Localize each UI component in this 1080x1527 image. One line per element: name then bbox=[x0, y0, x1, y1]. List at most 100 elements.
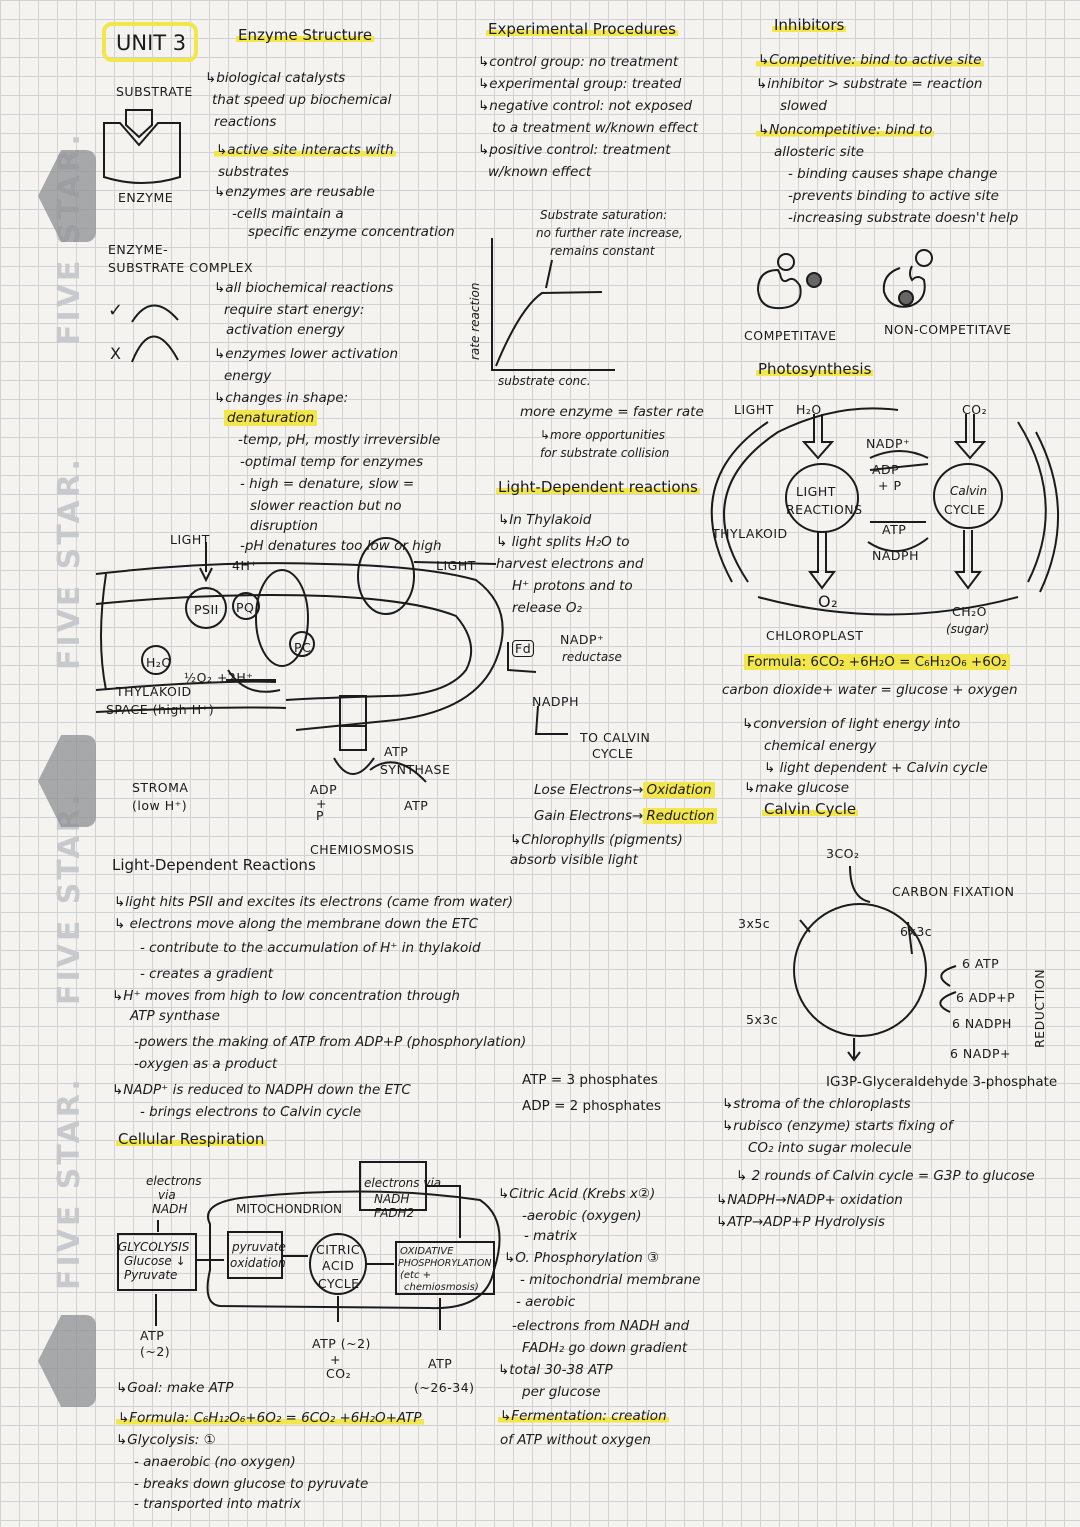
cr-right-9: per glucose bbox=[522, 1384, 601, 1400]
cr-elec-3: FADH2 bbox=[374, 1206, 415, 1220]
cr-ox-2: PHOSPHORYLATION bbox=[398, 1258, 492, 1269]
ps-formula-words: carbon dioxide+ water = glucose + oxygen bbox=[722, 682, 1018, 698]
enzyme-line-19: disruption bbox=[250, 518, 318, 534]
brand-watermark-2: FIVE STAR. bbox=[52, 456, 87, 670]
ld-title: Light-Dependent Reactions bbox=[112, 856, 316, 874]
enzyme-label: ENZYME bbox=[118, 190, 174, 205]
mem-p: P bbox=[316, 808, 325, 823]
experimental-line-4: ↳positive control: treatment bbox=[478, 142, 671, 158]
enzyme-line-11: ↳enzymes lower activation bbox=[214, 346, 399, 362]
calvin-line-1: ↳rubisco (enzyme) starts fixing of bbox=[722, 1118, 953, 1134]
cr-right-0: ↳Citric Acid (Krebs x②) bbox=[498, 1186, 656, 1202]
mem-plus: + bbox=[316, 796, 327, 811]
cr-electrons-3: NADH bbox=[152, 1202, 188, 1216]
ld-top-line-4: release O₂ bbox=[512, 600, 582, 616]
binder-hole-middle bbox=[38, 735, 96, 827]
activation-energy-curves bbox=[131, 304, 179, 363]
ld-top-line-1: ↳ light splits H₂O to bbox=[496, 534, 630, 550]
inhibitors-line-0: ↳Competitive: bind to active site bbox=[756, 52, 984, 68]
more-enzyme-1: more enzyme = faster rate bbox=[520, 404, 704, 420]
experimental-line-5: w/known effect bbox=[488, 164, 592, 180]
ps-light: LIGHT bbox=[734, 402, 774, 417]
ld-line-4: ↳H⁺ moves from high to low concentration… bbox=[112, 988, 460, 1004]
mem-pc: PC bbox=[294, 640, 312, 655]
cr-goal: ↳Goal: make ATP bbox=[116, 1380, 234, 1396]
binder-hole-top bbox=[38, 150, 96, 242]
cr-right-5: - aerobic bbox=[516, 1294, 576, 1310]
inhibitors-line-2: slowed bbox=[780, 98, 827, 114]
cr-ox-4: chemiosmosis) bbox=[404, 1282, 479, 1293]
cr-glycolysis-3: Pyruvate bbox=[124, 1268, 178, 1282]
ps-formula: Formula: 6CO₂ +6H₂O = C₆H₁₂O₆ +6O₂ bbox=[744, 654, 1010, 670]
mem-stroma-1: STROMA bbox=[132, 780, 189, 795]
redox-gain: Gain Electrons→Reduction bbox=[534, 808, 718, 824]
check-mark: ✓ bbox=[108, 300, 124, 321]
ps-calvin-1: Calvin bbox=[950, 484, 988, 498]
ps-calvin-2: CYCLE bbox=[944, 502, 986, 517]
calvin-line-4: ↳NADPH→NADP+ oxidation bbox=[716, 1192, 903, 1208]
calvin-co2: 3CO₂ bbox=[826, 846, 860, 861]
unit-title: UNIT 3 bbox=[102, 22, 198, 62]
ps-note-0: ↳conversion of light energy into bbox=[742, 716, 961, 732]
photosynthesis-title: Photosynthesis bbox=[756, 360, 874, 378]
mem-chemiosmosis: CHEMIOSMOSIS bbox=[310, 842, 415, 857]
ps-water: H₂O bbox=[796, 402, 822, 417]
cr-atp-o-b: (~26-34) bbox=[414, 1380, 475, 1395]
ps-nadph: NADPH bbox=[872, 548, 919, 563]
cr-atp-2-a: ATP bbox=[140, 1328, 165, 1343]
cr-formula: ↳Formula: C₆H₁₂O₆+6O₂ = 6CO₂ +6H₂O+ATP bbox=[116, 1410, 424, 1426]
ld-adp-note: ADP = 2 phosphates bbox=[522, 1098, 661, 1114]
mem-thylakoid-space-1: THYLAKOID bbox=[116, 684, 192, 699]
calvin-carbon-fixation: CARBON FIXATION bbox=[892, 884, 1015, 899]
mem-pq: PQ bbox=[236, 600, 255, 615]
cr-right-2: - matrix bbox=[524, 1228, 578, 1244]
ld-line-8: ↳NADP⁺ is reduced to NADPH down the ETC bbox=[112, 1082, 411, 1098]
enzyme-title: Enzyme Structure bbox=[236, 26, 375, 44]
cr-glyc-1: - breaks down glucose to pyruvate bbox=[134, 1476, 369, 1492]
enzyme-line-10: activation energy bbox=[226, 322, 345, 338]
ps-light-reactions-2: REACTIONS bbox=[786, 502, 863, 517]
inhibitors-line-7: -increasing substrate doesn't help bbox=[788, 210, 1019, 226]
cr-atp-c-c: CO₂ bbox=[326, 1366, 352, 1381]
cross-mark: X bbox=[110, 344, 121, 363]
graph-note-2: no further rate increase, bbox=[536, 226, 683, 240]
redox-lose: Lose Electrons→Oxidation bbox=[534, 782, 715, 798]
calvin-6atp: 6 ATP bbox=[962, 956, 1000, 971]
respiration-diagram bbox=[117, 1161, 501, 1330]
enzyme-line-17: - high = denature, slow = bbox=[240, 476, 415, 492]
cr-right-3: ↳O. Phosphorylation ③ bbox=[504, 1250, 660, 1266]
graph-note-3: remains constant bbox=[550, 244, 655, 258]
cr-elec-2: NADH bbox=[374, 1192, 410, 1206]
mem-adp: ADP bbox=[310, 782, 338, 797]
ld-top-line-3: H⁺ protons and to bbox=[512, 578, 633, 594]
ps-sugar: (sugar) bbox=[946, 622, 990, 636]
enzyme-line-15: -temp, pH, mostly irreversible bbox=[238, 432, 441, 448]
cr-right-8: ↳total 30-38 ATP bbox=[498, 1362, 613, 1378]
cr-glycolysis-2: Glucose ↓ bbox=[124, 1254, 186, 1268]
cr-citric-1: CITRIC bbox=[316, 1242, 361, 1257]
graph-x-label: substrate conc. bbox=[498, 374, 591, 388]
cr-right-6: -electrons from NADH and bbox=[512, 1318, 690, 1334]
ps-plus-p: + P bbox=[878, 478, 902, 493]
enzyme-line-4: substrates bbox=[218, 164, 289, 180]
calvin-line-5: ↳ATP→ADP+P Hydrolysis bbox=[716, 1214, 885, 1230]
ps-note-2: ↳ light dependent + Calvin cycle bbox=[764, 760, 988, 776]
ps-co2: CO₂ bbox=[962, 402, 988, 417]
cr-glycolysis-1: GLYCOLYSIS bbox=[118, 1240, 190, 1254]
calvin-line-3: ↳ 2 rounds of Calvin cycle = G3P to gluc… bbox=[736, 1168, 1035, 1184]
ps-adp: ADP bbox=[872, 462, 900, 477]
enzyme-line-20: -pH denatures too low or high bbox=[240, 538, 442, 554]
mem-stroma-2: (low H⁺) bbox=[132, 798, 188, 813]
enzyme-line-13: ↳changes in shape: bbox=[214, 390, 349, 406]
ld-atp-note: ATP = 3 phosphates bbox=[522, 1072, 658, 1088]
mem-to-calvin-2: CYCLE bbox=[592, 746, 634, 761]
cr-glycolysis: ↳Glycolysis: ① bbox=[116, 1432, 216, 1448]
inhibitors-line-6: -prevents binding to active site bbox=[788, 188, 999, 204]
cr-atp-2-b: (~2) bbox=[140, 1344, 171, 1359]
cr-citric-3: CYCLE bbox=[318, 1276, 360, 1291]
enzyme-line-16: -optimal temp for enzymes bbox=[240, 454, 424, 470]
binder-hole-bottom bbox=[38, 1315, 96, 1407]
thylakoid-membrane-diagram bbox=[95, 537, 568, 783]
mem-light: LIGHT bbox=[170, 532, 210, 547]
inhibitors-title: Inhibitors bbox=[772, 16, 847, 34]
